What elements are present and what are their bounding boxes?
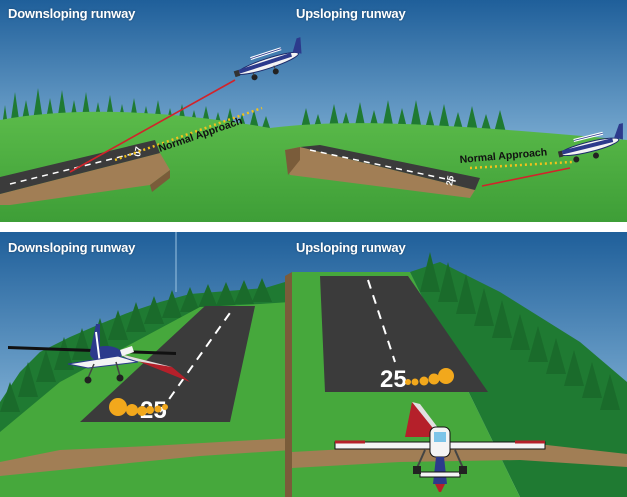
top-panel: 07 Normal Approach 25 xyxy=(0,0,627,222)
left-airplane xyxy=(8,324,176,384)
right-dirt-wall xyxy=(285,272,292,497)
bottom-left-title: Downsloping runway xyxy=(8,240,136,255)
left-runway-centerline xyxy=(159,309,233,413)
left-runway-embankment-shadow xyxy=(150,170,170,192)
right-runway-number: 25 xyxy=(444,175,456,187)
right-runway-centerline xyxy=(309,149,461,183)
top-right-title: Upsloping runway xyxy=(296,6,406,21)
left-airplane xyxy=(233,37,302,81)
left-approach-wedge-shade xyxy=(120,354,172,367)
right-normal-approach-dots xyxy=(469,160,573,170)
right-airplane xyxy=(557,123,623,163)
right-red-approach-line xyxy=(481,167,571,187)
right-runway: 25 xyxy=(285,145,480,198)
right-runway-centerline xyxy=(367,279,396,363)
right-forest xyxy=(410,262,627,497)
right-runway-embankment xyxy=(285,147,475,198)
right-airplane xyxy=(334,426,546,492)
right-runway-embankment-shadow xyxy=(285,147,300,175)
bottom-right-title: Upsloping runway xyxy=(296,240,406,255)
right-runway-number: 25 xyxy=(380,366,407,393)
left-dust-trail xyxy=(109,398,168,416)
left-dirt-edge xyxy=(0,438,292,476)
top-left-title: Downsloping runway xyxy=(8,6,136,21)
left-runway-embankment xyxy=(0,153,170,205)
right-scene: 25 xyxy=(285,252,627,497)
right-dust-trail xyxy=(405,368,454,386)
left-runway-centerline xyxy=(9,151,141,185)
left-runway-number: 07 xyxy=(132,146,144,158)
right-forest-peaks xyxy=(420,252,620,410)
bottom-illustration: 25 xyxy=(0,232,627,497)
bottom-panel: 25 xyxy=(0,232,627,497)
left-scene: 25 xyxy=(0,278,292,497)
left-normal-approach-dots xyxy=(114,106,263,162)
top-illustration: 07 Normal Approach 25 xyxy=(0,0,627,222)
right-runway-surface xyxy=(320,276,488,392)
left-red-approach-line xyxy=(69,79,236,173)
left-runway-surface xyxy=(80,306,255,422)
